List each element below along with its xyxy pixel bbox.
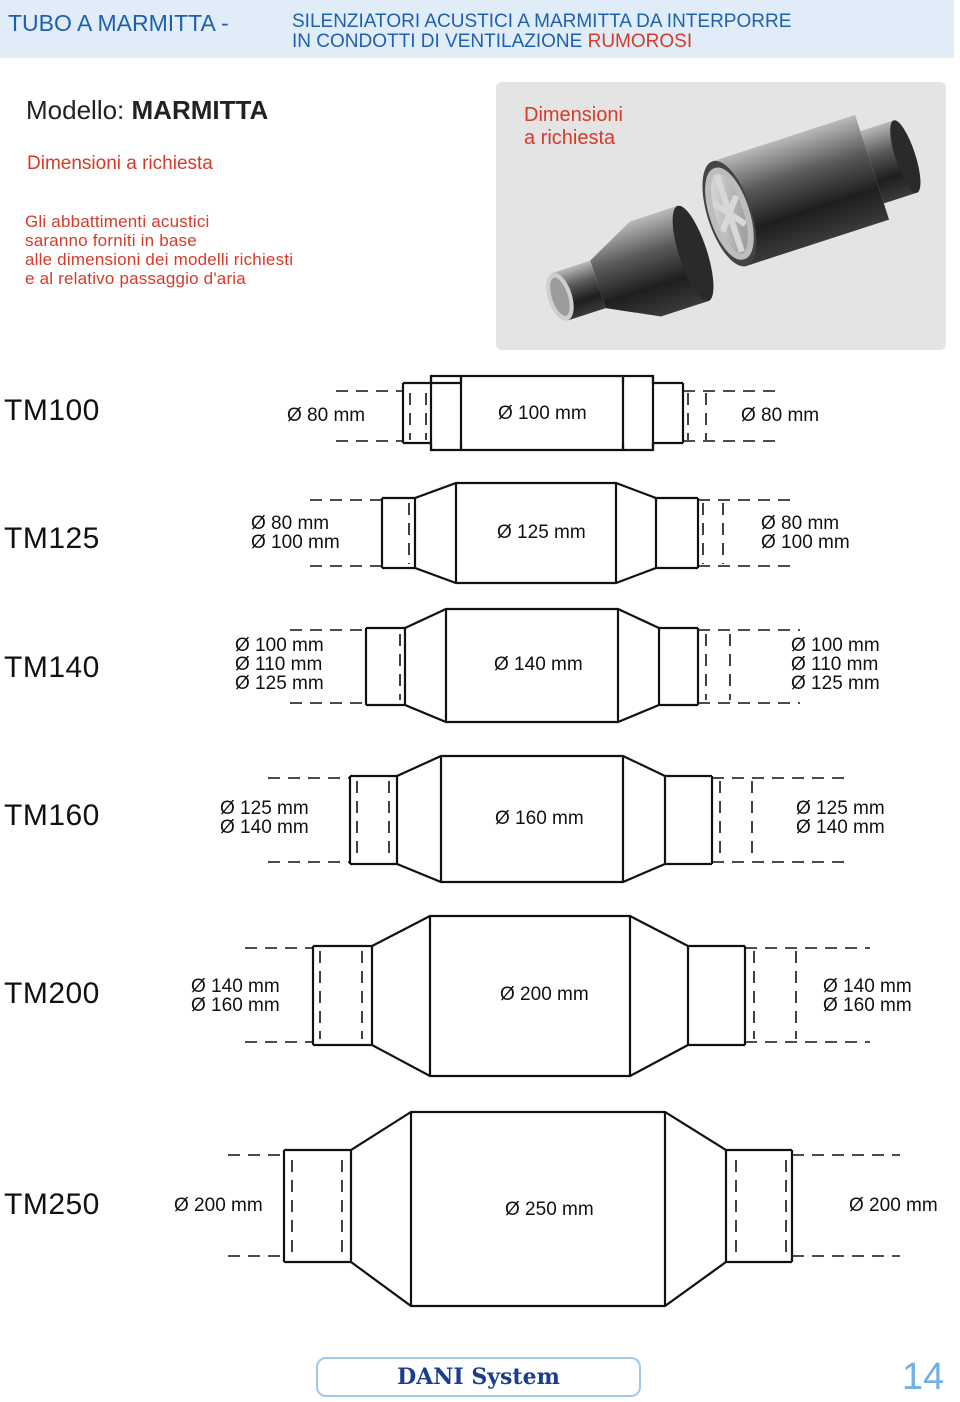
dim-left-tm250: Ø 200 mm	[174, 1196, 263, 1215]
drawing-tm160	[348, 754, 714, 884]
dim-center-tm125: Ø 125 mm	[497, 522, 586, 543]
dim-value: Ø 160 mm	[823, 995, 912, 1016]
dim-value: Ø 125 mm	[796, 798, 885, 819]
dim-left-tm100: Ø 80 mm	[287, 406, 365, 425]
dim-value: Ø 140 mm	[191, 976, 280, 997]
model-dimensions: Dimensioni a richiesta	[27, 153, 213, 174]
dim-value: Ø 100 mm	[761, 532, 850, 553]
drawing-tm140	[364, 607, 700, 724]
model-heading: Modello: MARMITTA	[26, 95, 268, 126]
note-line-2: saranno forniti in base	[25, 231, 197, 250]
dim-value: Ø 140 mm	[220, 817, 309, 838]
product-photo	[496, 82, 946, 350]
model-code-tm100: TM100	[4, 394, 100, 427]
dim-value: Ø 80 mm	[761, 513, 840, 534]
drawing-tm200	[311, 914, 747, 1078]
dim-right-tm100: Ø 80 mm	[741, 406, 819, 425]
dim-value: Ø 110 mm	[235, 654, 323, 675]
silencer-illustration	[546, 114, 921, 321]
subtitle-line-2-text: IN CONDOTTI DI VENTILAZIONE	[292, 31, 583, 52]
model-code-tm125: TM125	[4, 522, 100, 555]
dim-center-tm160: Ø 160 mm	[495, 808, 584, 829]
dim-value: Ø 125 mm	[220, 798, 309, 819]
note-line-1: Gli abbattimenti acustici	[25, 212, 210, 231]
drawing-tm250	[282, 1110, 794, 1308]
dim-right-tm140: Ø 100 mm Ø 110 mm Ø 125 mm	[791, 636, 880, 693]
brand-logo: DANI System	[316, 1357, 641, 1397]
subtitle-line-2: IN CONDOTTI DI VENTILAZIONE RUMOROSI	[292, 32, 791, 52]
dim-value: Ø 160 mm	[191, 995, 280, 1016]
subtitle-line-2-highlight: RUMOROSI	[587, 31, 693, 52]
dim-value: Ø 200 mm	[849, 1195, 938, 1216]
model-code-tm200: TM200	[4, 977, 100, 1010]
model-code-tm250: TM250	[4, 1188, 100, 1221]
dim-left-tm160: Ø 125 mm Ø 140 mm	[220, 799, 309, 837]
model-code-tm140: TM140	[4, 651, 100, 684]
dim-value: Ø 125 mm	[791, 673, 880, 694]
drawing-tm100	[401, 374, 685, 452]
model-label: Modello:	[26, 95, 125, 125]
model-code-tm160: TM160	[4, 799, 100, 832]
page-subtitle: SILENZIATORI ACUSTICI A MARMITTA DA INTE…	[292, 12, 791, 52]
photo-label-line-2: a richiesta	[524, 127, 616, 149]
dim-value: Ø 100 mm	[235, 635, 324, 656]
dim-center-tm250: Ø 250 mm	[505, 1199, 594, 1220]
photo-label-line-1: Dimensioni	[524, 104, 623, 126]
dim-left-tm200: Ø 140 mm Ø 160 mm	[191, 977, 280, 1015]
dim-left-tm125: Ø 80 mm Ø 100 mm	[251, 514, 340, 552]
model-name: MARMITTA	[131, 95, 269, 125]
page-header: TUBO A MARMITTA - SILENZIATORI ACUSTICI …	[0, 0, 957, 58]
title-dash: -	[221, 10, 229, 36]
dim-value: Ø 100 mm	[251, 532, 340, 553]
note-line-3: alle dimensioni dei modelli richiesti	[25, 250, 294, 269]
dim-value: Ø 100 mm	[791, 635, 880, 656]
dim-center-tm200: Ø 200 mm	[500, 984, 589, 1005]
dim-right-tm160: Ø 125 mm Ø 140 mm	[796, 799, 885, 837]
dim-value: Ø 80 mm	[741, 405, 820, 426]
dim-center-tm100: Ø 100 mm	[498, 403, 587, 424]
title-text: TUBO A MARMITTA	[8, 10, 215, 36]
dim-value: Ø 80 mm	[287, 405, 366, 426]
dim-value: Ø 200 mm	[174, 1195, 263, 1216]
subtitle-line-1: SILENZIATORI ACUSTICI A MARMITTA DA INTE…	[292, 11, 792, 32]
dim-left-tm140: Ø 100 mm Ø 110 mm Ø 125 mm	[235, 636, 324, 693]
dim-value: Ø 125 mm	[235, 673, 324, 694]
dim-value: Ø 110 mm	[791, 654, 879, 675]
dim-value: Ø 140 mm	[823, 976, 912, 997]
dim-value: Ø 80 mm	[251, 513, 330, 534]
note-line-4: e al relativo passaggio d'aria	[25, 269, 246, 288]
photo-dimension-label: Dimensioni a richiesta	[524, 104, 623, 150]
dim-value: Ø 140 mm	[796, 817, 885, 838]
page-title: TUBO A MARMITTA -	[8, 10, 229, 37]
dim-right-tm250: Ø 200 mm	[849, 1196, 938, 1215]
dim-right-tm125: Ø 80 mm Ø 100 mm	[761, 514, 850, 552]
dim-center-tm140: Ø 140 mm	[494, 654, 583, 675]
drawing-tm125	[380, 481, 700, 585]
acoustic-note: Gli abbattimenti acustici saranno fornit…	[25, 212, 293, 288]
dim-right-tm200: Ø 140 mm Ø 160 mm	[823, 977, 912, 1015]
page-number: 14	[902, 1356, 945, 1398]
